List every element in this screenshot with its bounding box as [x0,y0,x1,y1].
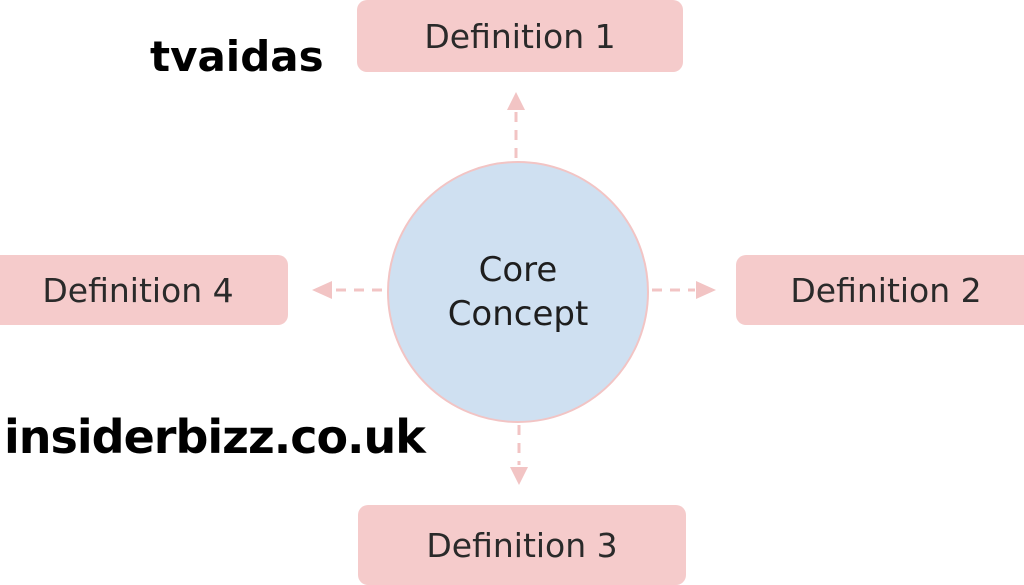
core-concept-line-1: Core [478,249,558,290]
definition-1-box: Definition 1 [357,0,683,72]
arrowhead-up [507,92,525,110]
watermark-insiderbizz: insiderbizz.co.uk [4,410,426,464]
definition-4-box: Definition 4 [0,255,288,325]
definition-1-label: Definition 1 [424,16,616,56]
arrowhead-right [696,281,716,299]
definition-2-label: Definition 2 [790,270,982,310]
core-concept-line-2: Concept [447,294,589,334]
definition-4-label: Definition 4 [42,270,234,310]
arrowhead-down [510,467,528,485]
arrowhead-left [312,281,332,299]
definition-3-box: Definition 3 [358,505,686,585]
definition-2-box: Definition 2 [736,255,1024,325]
watermark-tvaidas: tvaidas [150,32,324,81]
definition-3-label: Definition 3 [426,525,618,565]
